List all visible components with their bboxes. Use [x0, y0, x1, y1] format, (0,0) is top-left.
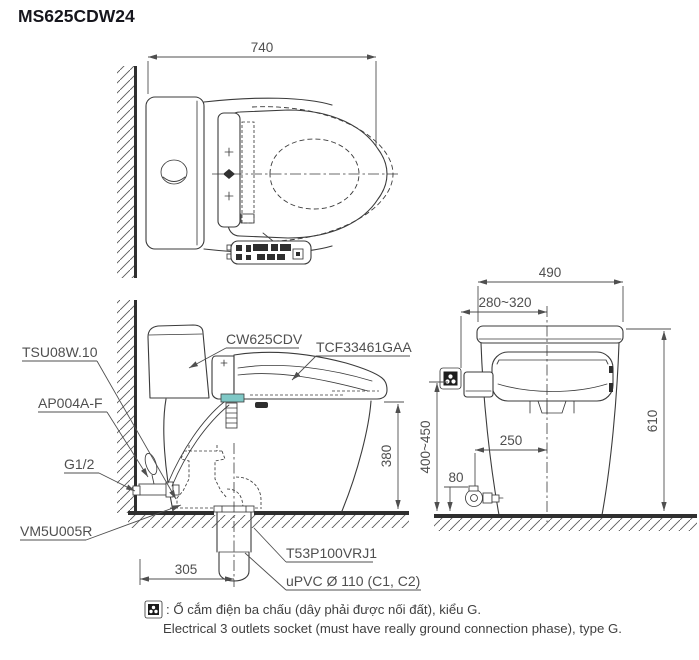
footnote: : Ổ cắm điện ba chấu (dây phải được nối …	[144, 600, 622, 636]
bowl-opening-dashed	[269, 138, 360, 210]
dim-supply-range-label: 280~320	[479, 295, 532, 310]
center-marker-icon	[223, 169, 235, 179]
floor-hatching	[128, 515, 409, 528]
label-flange: T53P100VRJ1	[286, 545, 377, 561]
top-view: 740	[117, 40, 398, 278]
dim-width-490: 490	[477, 265, 624, 322]
wall-hatching	[117, 66, 135, 278]
dim-width-label: 490	[539, 265, 562, 280]
part-labels: TSU08W.10 AP004A-F G1/2 VM5U005R CW625CD…	[20, 331, 421, 591]
floor-line	[434, 514, 697, 518]
page-title: MS625CDW24	[18, 6, 135, 26]
dim-supply-range: 280~320	[460, 295, 547, 368]
dim-drain-offset-305: 305	[139, 559, 234, 585]
dim-total-height-label: 610	[645, 410, 660, 433]
dim-rim-height-380: 380	[379, 401, 404, 509]
flush-button	[160, 159, 188, 185]
dim-valve-height-label: 80	[448, 470, 463, 485]
wall-line	[134, 66, 137, 278]
wall-line	[134, 300, 137, 513]
riser-hose	[167, 401, 225, 484]
power-socket-icon	[144, 600, 163, 619]
bowl-front-edge	[341, 400, 372, 512]
label-drain-pipe: uPVC Ø 110 (C1, C2)	[286, 573, 420, 589]
dim-drain-offset-label: 305	[175, 562, 198, 577]
front-view: 490 280~320	[418, 265, 697, 531]
trapway-hidden	[170, 445, 262, 510]
operation-panel	[226, 232, 312, 265]
label-angle-valve: AP004A-F	[38, 395, 103, 411]
dim-total-height-610: 610	[626, 328, 671, 511]
cistern-top	[145, 96, 205, 250]
footnote-line-vi: : Ổ cắm điện ba chấu (dây phải được nối …	[166, 602, 481, 617]
label-thread: G1/2	[64, 456, 95, 472]
hinge-unit	[217, 112, 255, 228]
drain-pipe	[213, 443, 255, 587]
side-pod	[463, 371, 494, 398]
label-bowl: CW625CDV	[226, 331, 303, 347]
dim-socket-height: 400~450	[418, 381, 448, 511]
label-washlet: TCF33461GAA	[316, 339, 412, 355]
washlet-side	[211, 351, 388, 429]
cistern-side	[147, 324, 210, 399]
floor-hatching	[434, 518, 697, 531]
label-supply-set: TSU08W.10	[22, 344, 98, 360]
dim-rim-height-label: 380	[379, 445, 394, 468]
footnote-line-en: Electrical 3 outlets socket (must have r…	[163, 621, 622, 636]
dim-socket-height-label: 400~450	[418, 421, 433, 474]
wall-hatching	[117, 300, 135, 513]
supply-hose	[225, 402, 238, 429]
dim-depth-740: 740	[147, 40, 377, 168]
dim-valve-height-80: 80	[444, 470, 468, 511]
supply-valve	[465, 485, 504, 507]
panel-buttons	[236, 244, 304, 260]
floor-line	[254, 511, 409, 515]
dim-valve-offset-label: 250	[500, 433, 523, 448]
dim-valve-offset-250: 250	[474, 433, 547, 497]
power-socket-icon	[439, 367, 462, 390]
label-connector: VM5U005R	[20, 523, 92, 539]
valve-handle	[144, 452, 158, 476]
nozzle-cover	[255, 402, 268, 408]
side-view: TSU08W.10 AP004A-F G1/2 VM5U005R CW625CD…	[20, 300, 421, 591]
floor-line	[128, 511, 214, 515]
water-connector	[220, 393, 245, 403]
washlet-front	[463, 351, 614, 414]
dim-depth-label: 740	[251, 40, 274, 55]
